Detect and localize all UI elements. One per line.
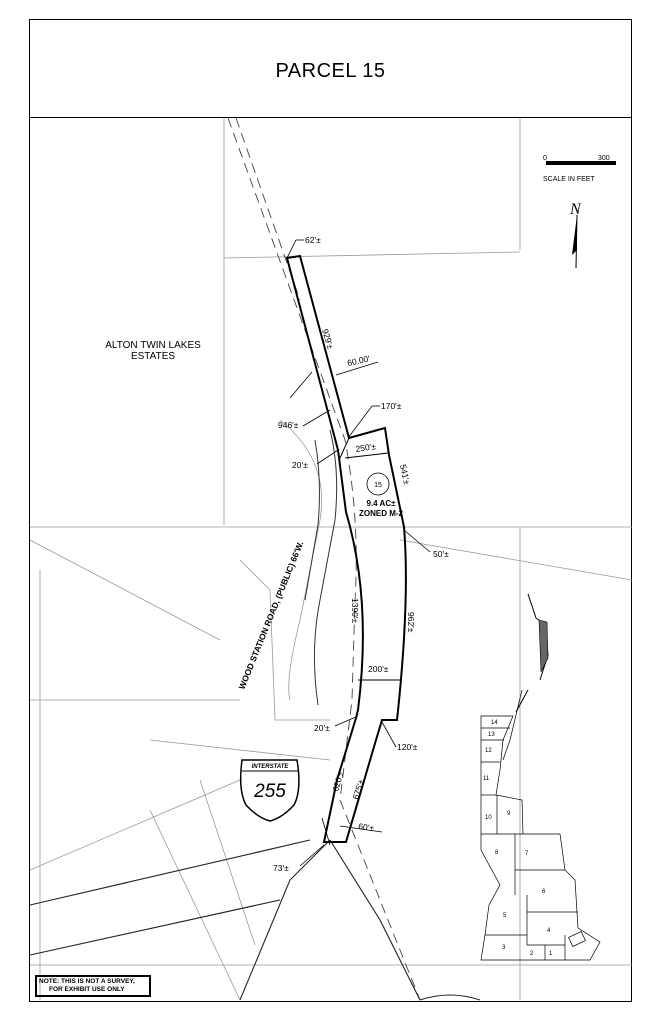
parcel-number: 15 xyxy=(374,482,382,489)
dim-62: 62'± xyxy=(305,235,321,245)
note-line2: FOR EXHIBIT USE ONLY xyxy=(49,986,125,993)
key-lot-8: 8 xyxy=(495,850,499,856)
key-lot-9: 9 xyxy=(507,811,511,817)
dim-200: 200'± xyxy=(368,664,389,674)
key-lot-2: 2 xyxy=(530,951,534,957)
dim-620: 620'± xyxy=(330,770,345,793)
parcel-acreage: 9.4 AC± xyxy=(367,499,397,508)
key-lot-1: 1 xyxy=(549,951,553,957)
interstate-centerline xyxy=(227,117,421,1001)
parcel-zoning: ZONED M-2 xyxy=(359,509,404,518)
interstate-shield-icon: INTERSTATE 255 xyxy=(239,759,300,822)
dim-60: 60'± xyxy=(358,821,375,833)
interstate-number: 255 xyxy=(253,781,286,802)
title-bar: PARCEL 15 xyxy=(30,20,631,118)
key-lot-6: 6 xyxy=(542,889,546,895)
key-lot-13: 13 xyxy=(488,732,495,738)
dim-541: 541'± xyxy=(398,463,412,485)
scale-unit: SCALE IN FEET xyxy=(543,176,595,183)
dim-675: 675'± xyxy=(350,778,366,801)
north-arrow-icon: N xyxy=(569,201,582,269)
dim-1390: 1390'± xyxy=(350,598,360,624)
subdivision-line1: ALTON TWIN LAKES xyxy=(105,340,201,351)
dim-20a: 20'± xyxy=(292,460,308,470)
dim-50: 50'± xyxy=(433,549,449,559)
parcel-circle xyxy=(366,472,390,496)
scale-min: 0 xyxy=(543,155,547,162)
scale-bar: 0 300 SCALE IN FEET xyxy=(543,155,616,183)
dim-20b: 20'± xyxy=(314,723,330,733)
parcel-interior xyxy=(339,437,401,681)
dim-250: 250'± xyxy=(355,441,377,454)
subdivision-line2: ESTATES xyxy=(131,351,175,362)
dim-120: 120'± xyxy=(397,742,418,752)
key-lot-10: 10 xyxy=(485,815,492,821)
background-lines xyxy=(29,118,633,1001)
parcel-boundary xyxy=(285,254,407,843)
road-outline xyxy=(304,429,338,706)
note-line1: NOTE: THIS IS NOT A SURVEY, xyxy=(39,978,135,985)
highway-corridor xyxy=(29,839,481,1001)
dim-60w: 60.00' xyxy=(346,353,371,368)
key-lot-12: 12 xyxy=(485,748,492,754)
map-frame: PARCEL 15 xyxy=(29,19,632,1002)
dim-946: 946'± xyxy=(278,420,299,430)
page-title: PARCEL 15 xyxy=(275,60,386,82)
dimension-leaders xyxy=(286,239,431,867)
interstate-header: INTERSTATE xyxy=(252,764,290,770)
key-lot-7: 7 xyxy=(525,851,529,857)
key-lot-11: 11 xyxy=(483,776,490,782)
key-map: 14 13 12 11 10 9 8 7 6 5 4 3 2 1 xyxy=(480,593,601,961)
key-lot-3: 3 xyxy=(502,945,506,951)
scale-max: 300 xyxy=(598,155,610,162)
dim-170: 170'± xyxy=(381,401,402,411)
key-lot-5: 5 xyxy=(503,913,507,919)
key-lot-4: 4 xyxy=(547,928,551,934)
road-label: WOOD STATION ROAD, (PUBLIC) 66'W. xyxy=(237,540,306,691)
dim-73: 73'± xyxy=(273,863,289,873)
dim-962: 962'± xyxy=(406,612,416,633)
key-lot-14: 14 xyxy=(491,720,498,726)
disclaimer-note: NOTE: THIS IS NOT A SURVEY, FOR EXHIBIT … xyxy=(35,975,151,997)
north-label: N xyxy=(569,201,582,218)
